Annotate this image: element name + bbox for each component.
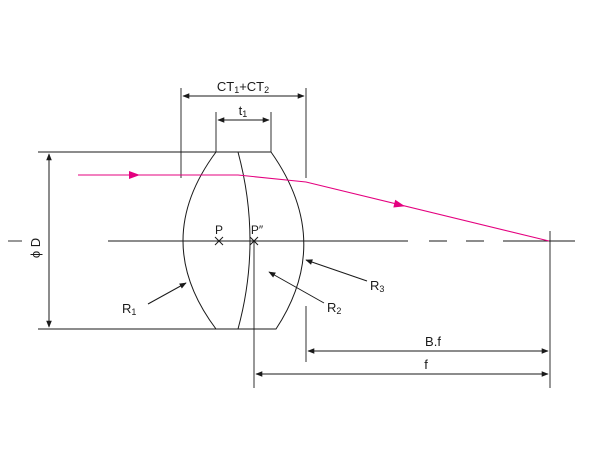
dimension-diameter: ϕ D	[28, 153, 52, 328]
p-double-prime-label: P″	[251, 223, 264, 237]
lens-element-2	[238, 151, 305, 330]
dimension-back-focal: B.f	[307, 334, 549, 354]
p-label: P	[215, 223, 223, 237]
ray-path	[78, 174, 550, 242]
bf-label: B.f	[425, 334, 441, 349]
radius-r2: R2	[268, 271, 341, 316]
ray-arrow-2	[393, 199, 405, 208]
f-label: f	[424, 357, 428, 372]
dimension-ct-sum: CT1+CT2	[182, 79, 305, 99]
principal-point-p-double-prime: P″	[249, 223, 264, 246]
ray-arrow-1	[129, 171, 140, 179]
radius-r1: R1	[122, 282, 187, 317]
lens-element-1	[182, 151, 251, 330]
light-ray	[78, 171, 550, 242]
radius-r3: R3	[305, 259, 384, 294]
principal-point-p: P	[214, 223, 224, 246]
phi-d-label: ϕ D	[28, 238, 43, 258]
r2-label: R2	[327, 300, 341, 316]
t1-label: t1	[239, 103, 248, 119]
ct-sum-label: CT1+CT2	[217, 79, 269, 95]
r3-label: R3	[370, 278, 384, 294]
cemented-doublet-lens	[182, 151, 305, 330]
dimension-t1: t1	[217, 103, 270, 123]
dimension-focal-length: f	[255, 357, 549, 377]
r1-label: R1	[122, 301, 136, 317]
extension-lines	[38, 88, 551, 388]
